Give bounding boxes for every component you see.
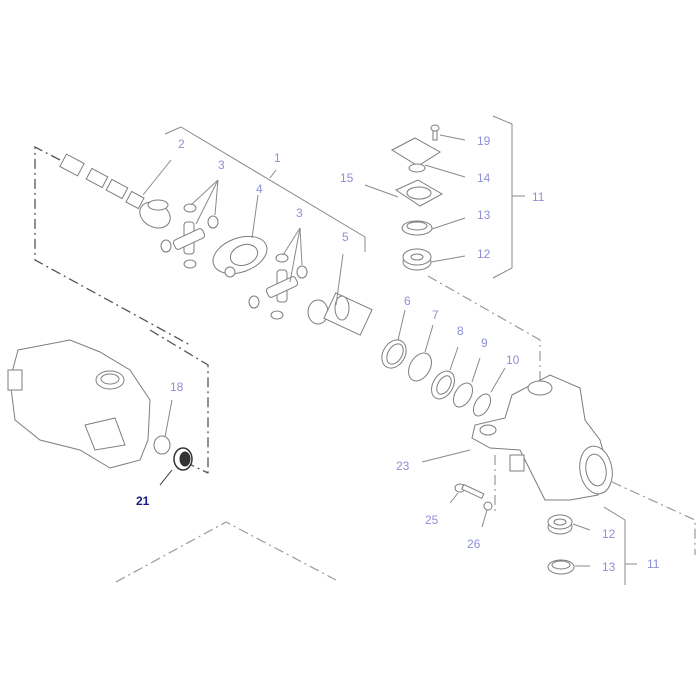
leader-2 bbox=[142, 159, 172, 196]
leader-12a bbox=[430, 255, 466, 263]
alignment-line-housing bbox=[149, 329, 209, 475]
ring-9 bbox=[453, 382, 473, 408]
bearing-cup-13 bbox=[401, 220, 433, 236]
callout-19: 19 bbox=[477, 134, 491, 148]
callout-7: 7 bbox=[432, 308, 439, 322]
callout-23: 23 bbox=[396, 459, 410, 473]
leader-8 bbox=[449, 346, 459, 371]
callout-3b: 3 bbox=[296, 206, 303, 220]
callout-14: 14 bbox=[477, 171, 491, 185]
center-housing-4 bbox=[212, 235, 268, 278]
callout-5: 5 bbox=[342, 230, 349, 244]
callout-15: 15 bbox=[340, 171, 354, 185]
leader-18 bbox=[164, 399, 173, 438]
steering-knuckle-23 bbox=[471, 374, 613, 501]
callout-11a: 11 bbox=[532, 190, 545, 204]
leader-21 bbox=[159, 469, 173, 486]
callout-10: 10 bbox=[506, 353, 520, 367]
ring-7 bbox=[408, 352, 432, 382]
bolt-25 bbox=[454, 483, 485, 500]
bolt-19 bbox=[430, 124, 440, 141]
callout-6: 6 bbox=[404, 294, 411, 308]
bearing-cup-13-lower bbox=[547, 559, 575, 575]
yoke-2 bbox=[139, 199, 171, 229]
callout-18: 18 bbox=[170, 380, 184, 394]
gasket-15 bbox=[394, 179, 444, 207]
bearing-12-lower bbox=[547, 514, 573, 535]
callout-13b: 13 bbox=[602, 560, 616, 574]
bracket-11a bbox=[492, 115, 513, 279]
leader-5 bbox=[335, 253, 344, 306]
leader-1 bbox=[269, 169, 277, 179]
leader-3a-b bbox=[214, 179, 219, 216]
leader-12b bbox=[572, 523, 591, 531]
callout-25: 25 bbox=[425, 513, 439, 527]
callout-12a: 12 bbox=[477, 247, 491, 261]
bracket-1 bbox=[164, 126, 366, 252]
alignment-line-bottom bbox=[115, 521, 337, 583]
leader-4 bbox=[251, 194, 259, 239]
seal-6 bbox=[381, 339, 407, 369]
bracket-11b bbox=[603, 506, 626, 585]
callout-1: 1 bbox=[274, 151, 281, 165]
alignment-line-top bbox=[427, 275, 541, 380]
leader-13a bbox=[431, 217, 466, 230]
callout-3a: 3 bbox=[218, 158, 225, 172]
leader-6 bbox=[397, 309, 406, 341]
needle-bearing-18 bbox=[153, 435, 171, 455]
callout-12b: 12 bbox=[602, 527, 616, 541]
bushing-21 bbox=[173, 447, 193, 471]
axle-housing bbox=[7, 339, 151, 469]
leader-25 bbox=[449, 492, 459, 504]
stub-shaft-5 bbox=[307, 292, 373, 336]
leader-26 bbox=[481, 509, 488, 528]
callout-26: 26 bbox=[467, 537, 481, 551]
bearing-12 bbox=[402, 248, 432, 271]
leader-15 bbox=[364, 184, 399, 198]
splined-shaft bbox=[59, 153, 145, 210]
ring-10 bbox=[472, 393, 492, 417]
leader-7 bbox=[424, 324, 434, 353]
leader-14 bbox=[424, 164, 466, 178]
callout-4: 4 bbox=[256, 182, 263, 196]
seal-8 bbox=[431, 370, 455, 400]
callout-9: 9 bbox=[481, 336, 488, 350]
washer-26 bbox=[483, 501, 493, 511]
callout-11b: 11 bbox=[647, 557, 660, 571]
callout-13a: 13 bbox=[477, 208, 491, 222]
callout-8: 8 bbox=[457, 324, 464, 338]
leader-23 bbox=[421, 449, 471, 463]
alignment-line-left bbox=[34, 145, 191, 346]
cover-plate-14 bbox=[390, 137, 441, 173]
leader-9 bbox=[471, 357, 481, 383]
leader-10 bbox=[490, 367, 506, 393]
callout-21: 21 bbox=[136, 494, 150, 508]
callout-2: 2 bbox=[178, 137, 185, 151]
alignment-line-right bbox=[611, 481, 696, 555]
leader-3b-b bbox=[299, 227, 303, 266]
spider-cross-3a bbox=[160, 203, 219, 269]
leader-19 bbox=[439, 134, 466, 141]
